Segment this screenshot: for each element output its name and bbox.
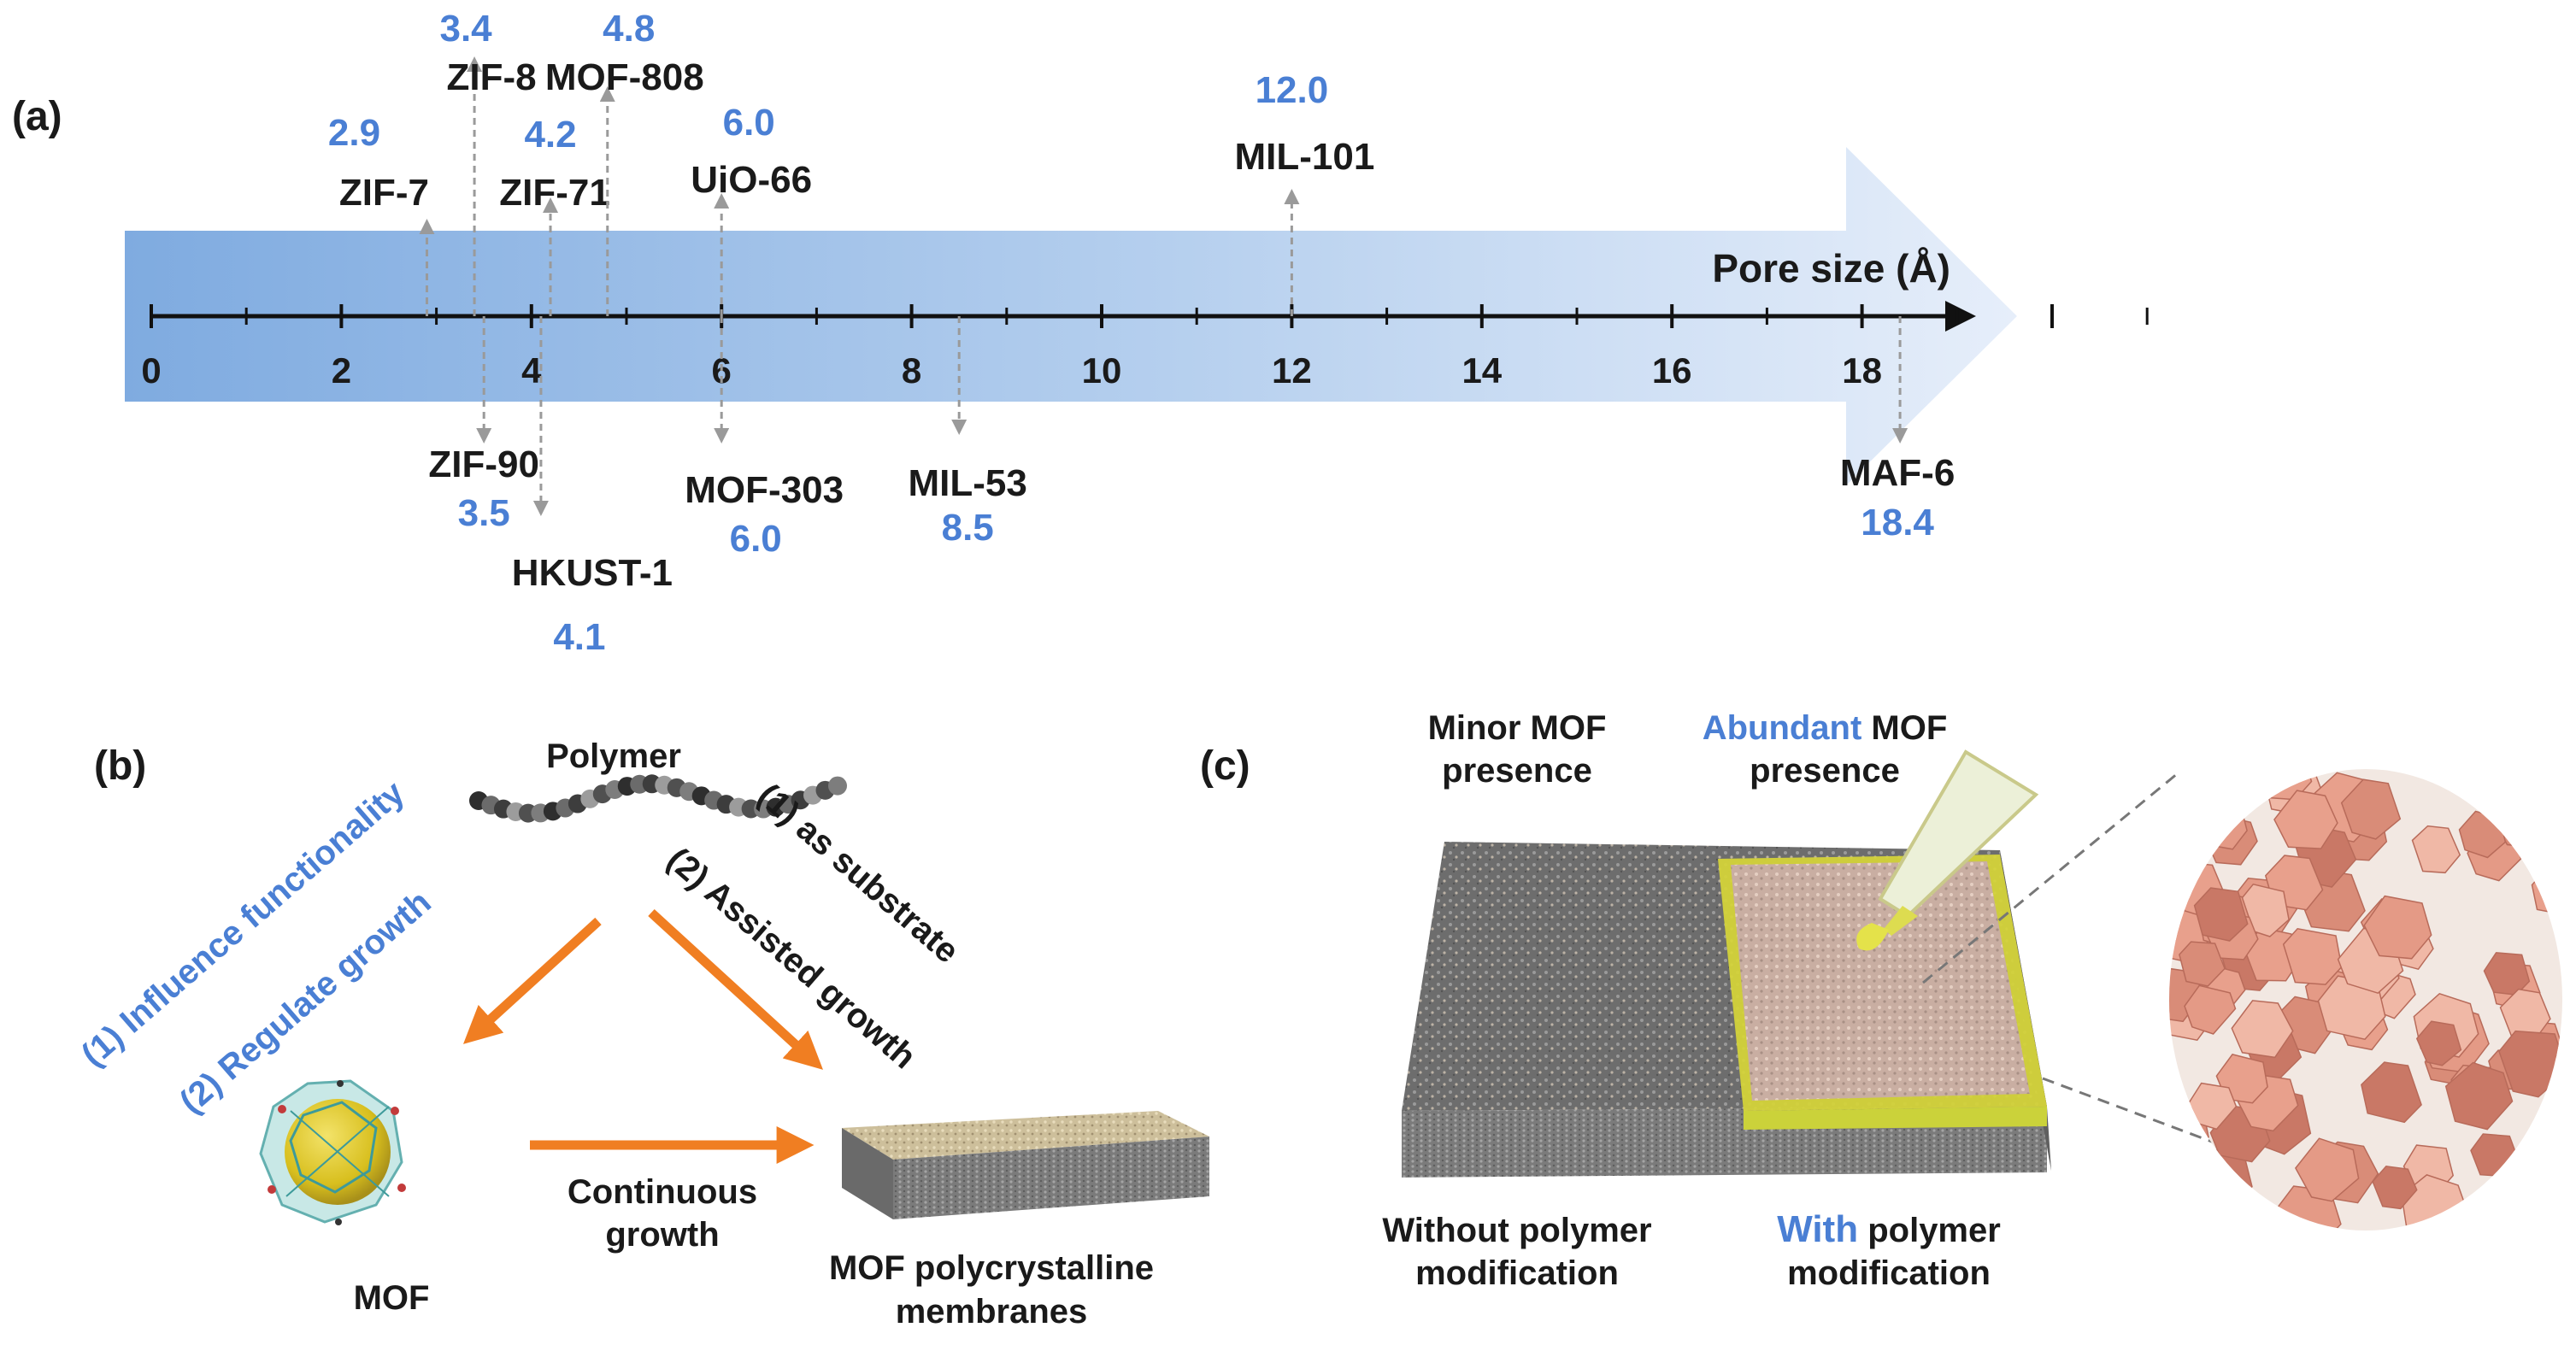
with-word: With (1777, 1208, 1858, 1250)
mof-name: MOF-808 (545, 56, 704, 98)
mof-crystal (2282, 927, 2343, 985)
panel-c-label: (c) (1200, 743, 1250, 789)
mof-name: MAF-6 (1840, 452, 1955, 494)
pore-size-value: 4.1 (553, 616, 605, 658)
tick-label: 12 (1272, 350, 1312, 391)
tick-label: 8 (902, 350, 921, 391)
tick-label: 14 (1461, 350, 1502, 391)
without-polymer-line1: Without polymer (1382, 1212, 1651, 1249)
mof-crystal (2340, 778, 2402, 840)
membrane-icon (842, 1111, 1209, 1219)
arrow-to-mof (462, 917, 602, 1044)
pore-size-value: 6.0 (730, 518, 782, 560)
growth-label: growth (605, 1216, 719, 1254)
pore-size-value: 4.8 (603, 8, 655, 50)
minor-mof-line2: presence (1442, 752, 1592, 790)
panel-b-label: (b) (94, 743, 146, 789)
membrane-label-line1: MOF polycrystalline (829, 1249, 1154, 1287)
mof-name: UiO-66 (691, 159, 812, 201)
tick-label: 2 (332, 350, 351, 391)
mof-crystal (2514, 769, 2562, 802)
mof-crystal (2372, 1166, 2418, 1210)
mof-name: ZIF-7 (339, 172, 429, 214)
without-polymer-line2: modification (1415, 1254, 1619, 1292)
mof-name: HKUST-1 (512, 552, 673, 594)
mof-crystal (2363, 895, 2432, 960)
arrow-to-membrane (648, 908, 823, 1070)
axis-arrowhead (1945, 301, 1976, 332)
pore-size-value: 4.2 (524, 114, 576, 156)
with-polymer-line2: modification (1787, 1254, 1991, 1292)
mof-crystal (2415, 1020, 2462, 1066)
panel-a-label: (a) (12, 94, 62, 139)
pore-size-value: 8.5 (942, 507, 994, 549)
abundant-mof-line1: Abundant MOF (1703, 709, 1948, 747)
tick-label: 10 (1082, 350, 1122, 391)
tick-label: 4 (521, 350, 542, 391)
pore-size-value: 18.4 (1861, 502, 1934, 543)
with-rest: polymer (1858, 1212, 2001, 1249)
pore-size-value: 3.5 (458, 492, 510, 534)
pore-size-value: 6.0 (723, 102, 775, 144)
mof-crystal (2231, 1000, 2294, 1059)
mof-crystal (2273, 790, 2338, 849)
mof-crystal (2184, 984, 2237, 1035)
pore-size-value: 3.4 (439, 8, 492, 50)
mof-crystal-icon (259, 1079, 406, 1225)
mof-name: MIL-101 (1234, 136, 1374, 178)
tick-label: 16 (1652, 350, 1692, 391)
mof-name: ZIF-71 (499, 172, 610, 214)
mof-name: ZIF-90 (428, 443, 539, 485)
mof-crystal (2488, 1177, 2543, 1231)
mof-label: MOF (354, 1279, 430, 1317)
zoom-line-top (1922, 772, 2179, 984)
with-polymer-line1: With polymer (1777, 1208, 2001, 1250)
mof-name: MOF-303 (685, 469, 844, 511)
mof-crystal (2295, 1137, 2360, 1202)
influence-functionality-text: (1) Influence functionality (74, 773, 412, 1074)
membrane-slab-icon (1402, 842, 2051, 1178)
axis-title: Pore size (Å) (1712, 246, 1950, 291)
polymer-label: Polymer (546, 737, 681, 775)
pore-size-value: 2.9 (328, 112, 380, 154)
mof-crystal (2470, 1133, 2520, 1178)
mof-name: MIL-53 (909, 462, 1027, 504)
mof-crystal (2411, 825, 2461, 874)
zoomed-mof-crystals (2169, 769, 2562, 1231)
mof-crystal (2444, 1061, 2514, 1131)
polymer-chain-icon (469, 774, 847, 823)
minor-mof-line1: Minor MOF (1428, 709, 1607, 747)
tick-label: 0 (141, 350, 161, 391)
abundant-word: Abundant (1703, 709, 1862, 747)
tick-label: 18 (1842, 350, 1882, 391)
mof-crystal (2361, 1061, 2422, 1124)
mof-name: ZIF-8 (447, 56, 537, 98)
mof-crystal (2193, 887, 2249, 942)
mof-crystal (2179, 941, 2226, 987)
mof-crystal (2531, 872, 2562, 915)
pipette-icon (1856, 749, 2039, 951)
membrane-label-line2: membranes (896, 1293, 1088, 1330)
pore-size-value: 12.0 (1256, 69, 1329, 111)
axis-tick-labels: 024681012141618 (141, 350, 1882, 391)
polymer-bead (828, 776, 847, 796)
abundant-mof-line2: presence (1750, 752, 1900, 790)
continuous-label: Continuous (568, 1173, 757, 1211)
abundant-rest: MOF (1861, 709, 1947, 747)
